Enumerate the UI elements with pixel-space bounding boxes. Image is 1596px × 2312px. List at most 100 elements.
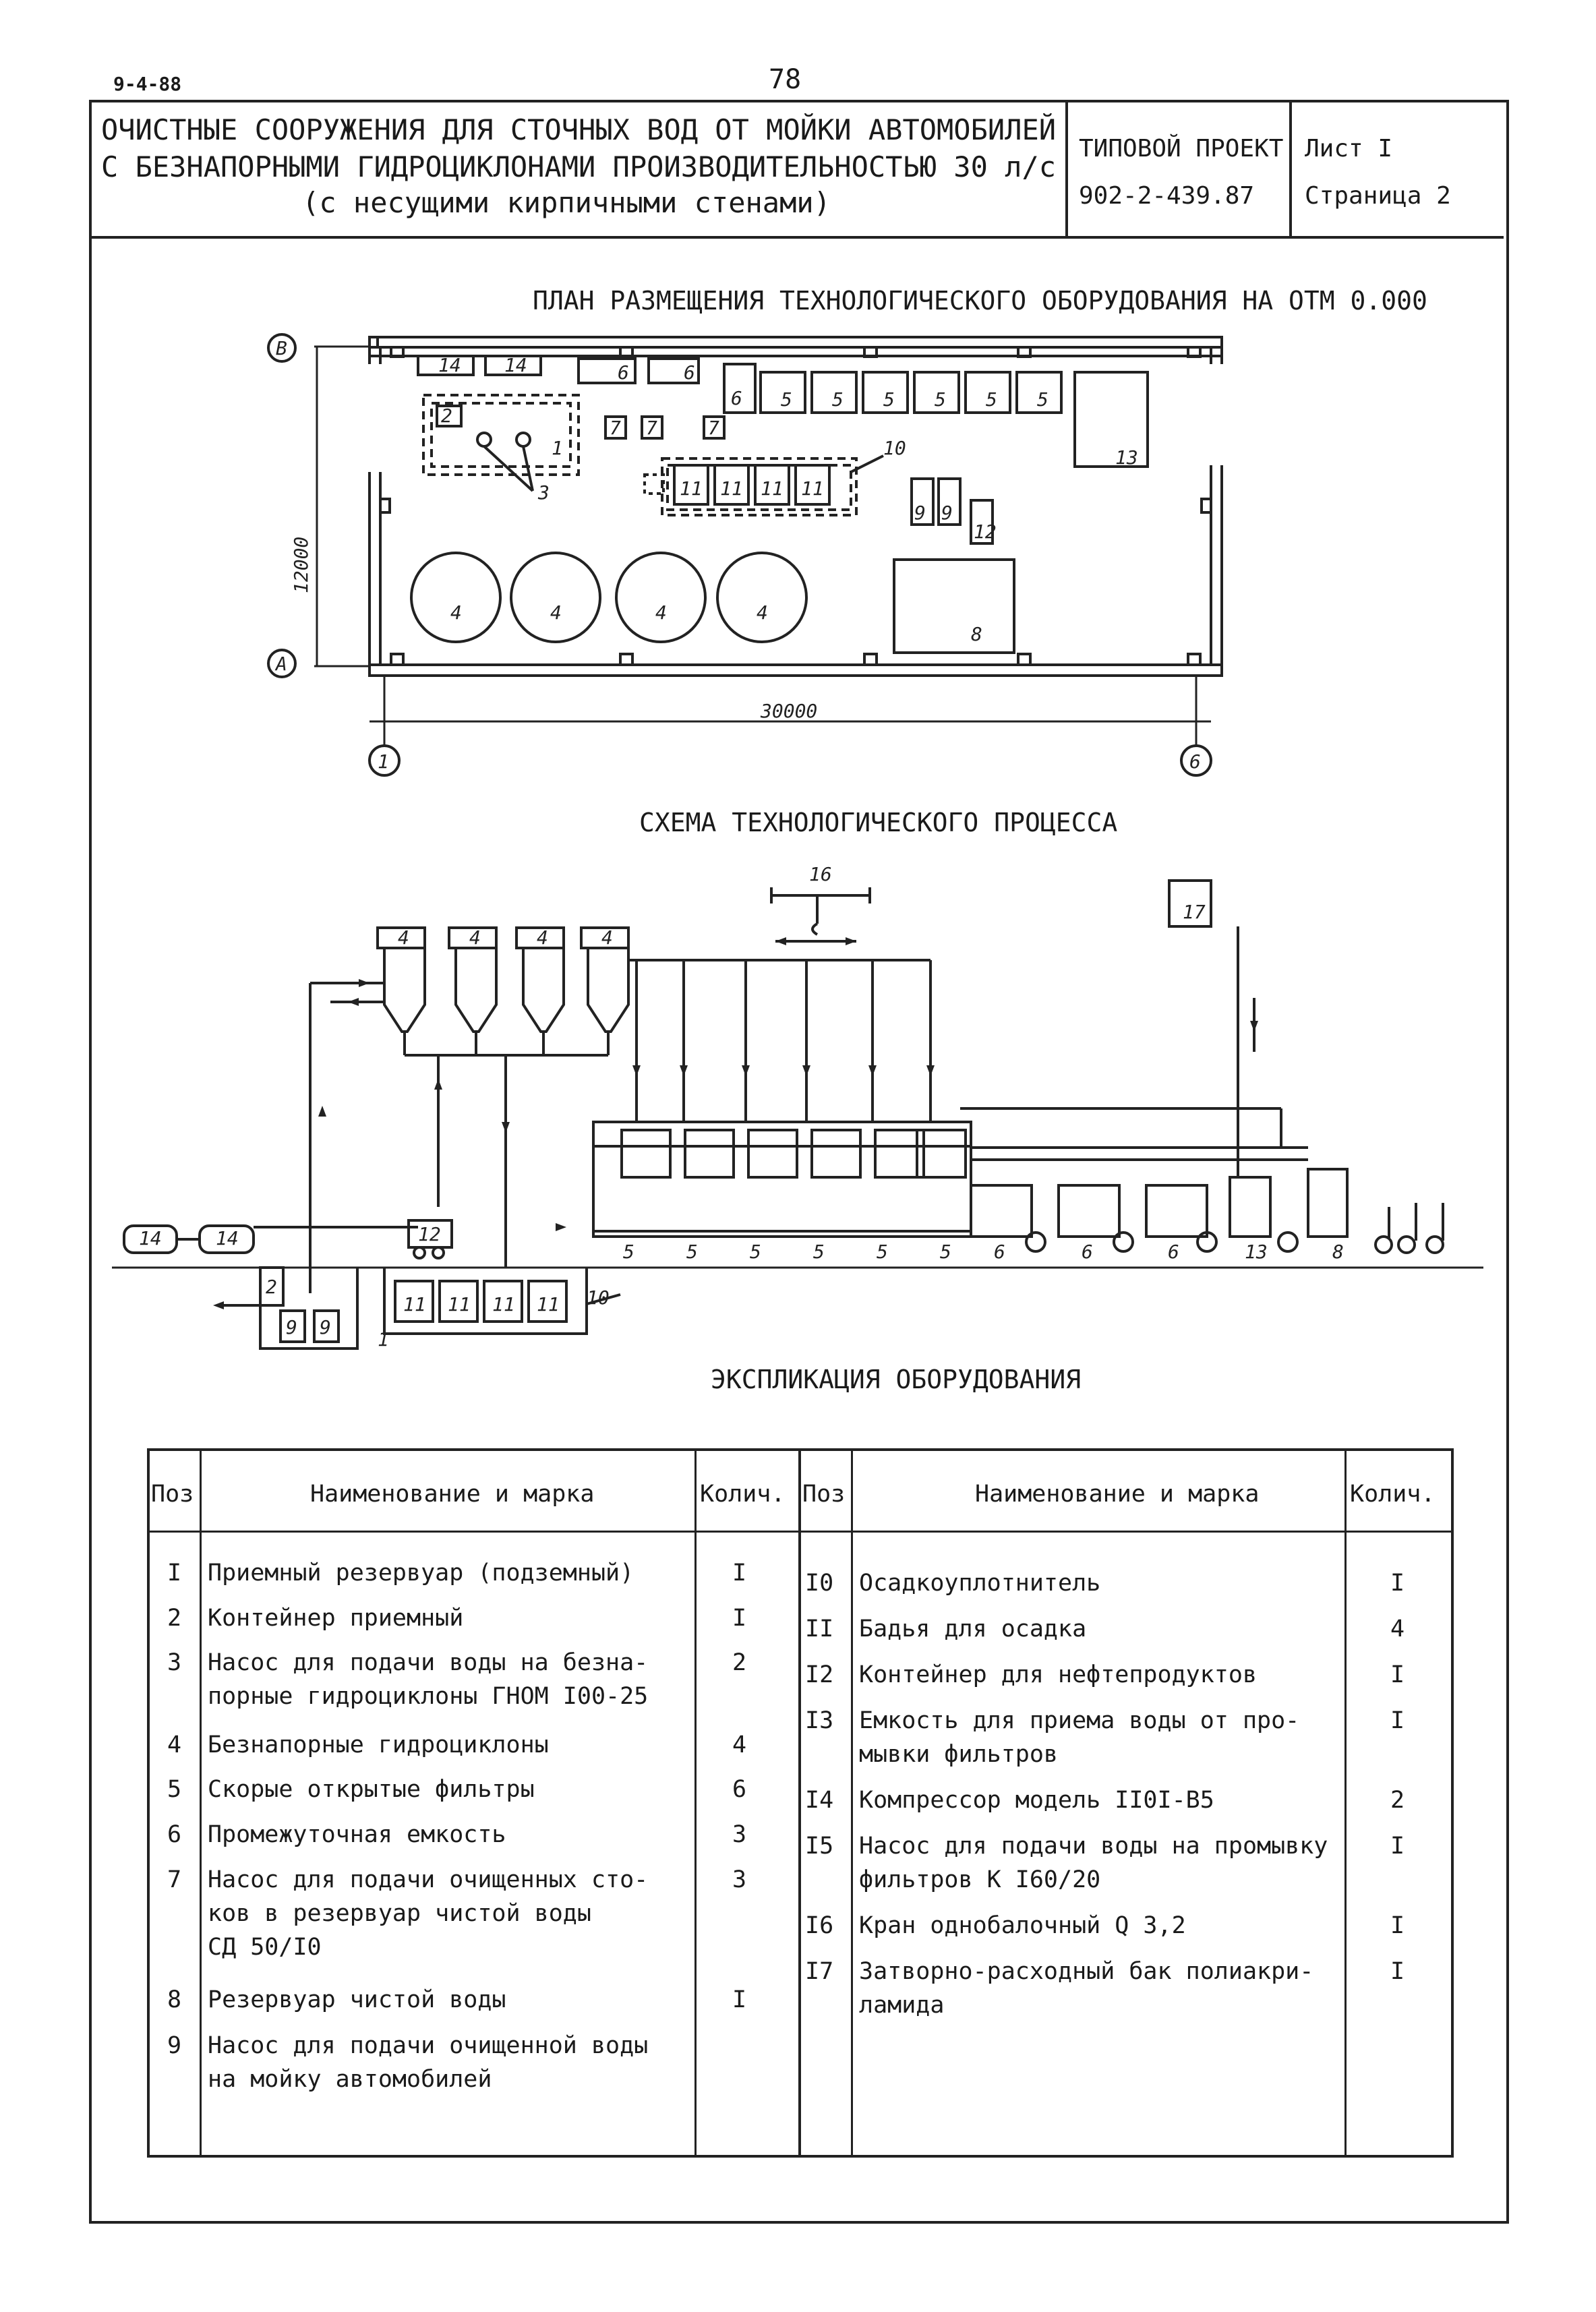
scheme-label-2: 2 bbox=[266, 1276, 277, 1298]
right-row-1-qty: I bbox=[1390, 1570, 1405, 1597]
plan-label-3: 3 bbox=[537, 481, 550, 504]
left-row-6-qty: 3 bbox=[732, 1821, 747, 1848]
left-row-5-name: Скорые открытые фильтры bbox=[208, 1776, 535, 1803]
left-row-7-qty: 3 bbox=[732, 1866, 747, 1893]
scheme-label-5b: 5 bbox=[686, 1241, 698, 1263]
document-code: 9-4-88 bbox=[113, 73, 182, 95]
plan-label-11c: 11 bbox=[761, 477, 784, 500]
title-divider-2 bbox=[1289, 100, 1292, 239]
left-row-8-name: Резервуар чистой воды bbox=[208, 1986, 506, 2013]
right-row-3-qty: I bbox=[1390, 1661, 1405, 1688]
right-row-4-name-1: Емкость для приема воды от про- bbox=[859, 1707, 1300, 1734]
header-qty-right: Колич. bbox=[1350, 1481, 1436, 1508]
plan-title: ПЛАН РАЗМЕЩЕНИЯ ТЕХНОЛОГИЧЕСКОГО ОБОРУДО… bbox=[533, 286, 1427, 316]
plan-label-7b: 7 bbox=[646, 417, 657, 439]
right-row-8-pos: I7 bbox=[805, 1958, 834, 1985]
explication-title: ЭКСПЛИКАЦИЯ ОБОРУДОВАНИЯ bbox=[711, 1365, 1082, 1394]
left-row-7-pos: 7 bbox=[167, 1866, 182, 1893]
scheme-label-13: 13 bbox=[1245, 1241, 1268, 1263]
title-divider-1 bbox=[1065, 100, 1068, 239]
scheme-label-16: 16 bbox=[809, 863, 832, 885]
header-pos-left: Поз bbox=[151, 1481, 194, 1508]
right-row-3-pos: I2 bbox=[805, 1661, 834, 1688]
left-row-4-pos: 4 bbox=[167, 1731, 182, 1758]
plan-label-11d: 11 bbox=[801, 477, 824, 500]
right-row-7-name: Кран однобалочный Q 3,2 bbox=[859, 1912, 1186, 1939]
left-row-7-name-1: Насос для подачи очищенных сто- bbox=[208, 1866, 649, 1893]
scheme-label-14a: 14 bbox=[139, 1227, 162, 1249]
plan-label-6c: 6 bbox=[731, 387, 742, 409]
header-qty-left: Колич. bbox=[700, 1481, 786, 1508]
right-row-7-qty: I bbox=[1390, 1912, 1405, 1939]
right-row-4-name-2: мывки фильтров bbox=[859, 1741, 1059, 1768]
right-row-6-name-2: фильтров К I60/20 bbox=[859, 1866, 1101, 1893]
scheme-label-9a: 9 bbox=[286, 1316, 297, 1338]
right-row-4-qty: I bbox=[1390, 1707, 1405, 1734]
page-number: 78 bbox=[769, 64, 802, 95]
project-number: 902-2-439.87 bbox=[1079, 182, 1255, 210]
scheme-label-17: 17 bbox=[1183, 901, 1206, 923]
col-divider-2 bbox=[694, 1448, 697, 2155]
plan-axis-top-label: В bbox=[276, 337, 287, 359]
project-label: ТИПОВОЙ ПРОЕКТ bbox=[1079, 135, 1284, 162]
col-divider-1 bbox=[200, 1448, 202, 2155]
plan-label-5a: 5 bbox=[781, 388, 792, 411]
left-row-1-name: Приемный резервуар (подземный) bbox=[208, 1560, 634, 1587]
right-row-1-pos: I0 bbox=[805, 1570, 834, 1597]
scheme-label-11d: 11 bbox=[537, 1293, 560, 1315]
plan-label-5d: 5 bbox=[935, 388, 946, 411]
page-frame bbox=[89, 100, 1509, 2224]
scheme-label-6a: 6 bbox=[994, 1241, 1005, 1263]
plan-label-14a: 14 bbox=[438, 354, 461, 376]
scheme-label-11a: 11 bbox=[403, 1293, 426, 1315]
left-row-4-qty: 4 bbox=[732, 1731, 747, 1758]
scheme-label-12: 12 bbox=[418, 1223, 441, 1245]
scheme-label-9b: 9 bbox=[320, 1316, 331, 1338]
header-name-right: Наименование и марка bbox=[975, 1481, 1260, 1508]
plan-label-11a: 11 bbox=[680, 477, 703, 500]
title-line-1: ОЧИСТНЫЕ СООРУЖЕНИЯ ДЛЯ СТОЧНЫХ ВОД ОТ М… bbox=[101, 113, 1057, 146]
right-row-6-name-1: Насос для подачи воды на промывку bbox=[859, 1833, 1328, 1860]
right-row-5-pos: I4 bbox=[805, 1787, 834, 1814]
right-row-8-name-1: Затворно-расходный бак полиакри- bbox=[859, 1958, 1314, 1985]
plan-label-11b: 11 bbox=[720, 477, 743, 500]
right-row-6-qty: I bbox=[1390, 1833, 1405, 1860]
plan-axis-right-label: 6 bbox=[1189, 750, 1201, 773]
right-row-1-name: Осадкоуплотнитель bbox=[859, 1570, 1101, 1597]
left-row-5-pos: 5 bbox=[167, 1776, 182, 1803]
plan-label-8: 8 bbox=[971, 623, 982, 645]
scheme-title: СХЕМА ТЕХНОЛОГИЧЕСКОГО ПРОЦЕССА bbox=[639, 808, 1118, 837]
left-row-4-name: Безнапорные гидроциклоны bbox=[208, 1731, 549, 1758]
plan-label-10: 10 bbox=[883, 437, 906, 459]
col-divider-5 bbox=[1344, 1448, 1347, 2155]
left-row-6-name: Промежуточная емкость bbox=[208, 1821, 506, 1848]
left-row-1-qty: I bbox=[732, 1560, 747, 1587]
left-row-3-pos: 3 bbox=[167, 1649, 182, 1676]
plan-label-2: 2 bbox=[441, 405, 452, 427]
left-row-9-pos: 9 bbox=[167, 2032, 182, 2059]
plan-label-6a: 6 bbox=[618, 361, 629, 384]
scheme-label-1: 1 bbox=[378, 1328, 389, 1351]
plan-label-5e: 5 bbox=[986, 388, 997, 411]
title-line-3: (с несущими кирпичными стенами) bbox=[302, 186, 831, 219]
sheet-number: Лист I bbox=[1305, 135, 1393, 162]
plan-label-5b: 5 bbox=[832, 388, 844, 411]
plan-label-13: 13 bbox=[1115, 446, 1138, 469]
scheme-label-6b: 6 bbox=[1082, 1241, 1093, 1263]
plan-axis-bottom-label: А bbox=[274, 653, 287, 675]
right-row-5-name: Компрессор модель II0I-В5 bbox=[859, 1787, 1214, 1814]
right-row-8-name-2: ламида bbox=[859, 1992, 945, 2019]
plan-label-14b: 14 bbox=[504, 354, 527, 376]
plan-label-4b: 4 bbox=[550, 601, 562, 624]
left-row-5-qty: 6 bbox=[732, 1776, 747, 1803]
plan-dim-height: 12000 bbox=[290, 537, 312, 593]
plan-label-9a: 9 bbox=[914, 502, 926, 524]
left-row-6-pos: 6 bbox=[167, 1821, 182, 1848]
scheme-label-5c: 5 bbox=[750, 1241, 761, 1263]
scheme-label-4d: 4 bbox=[601, 926, 613, 949]
plan-label-7c: 7 bbox=[708, 417, 719, 439]
plan-label-9b: 9 bbox=[941, 502, 953, 524]
left-row-2-qty: I bbox=[732, 1605, 747, 1632]
plan-label-4c: 4 bbox=[655, 601, 667, 624]
